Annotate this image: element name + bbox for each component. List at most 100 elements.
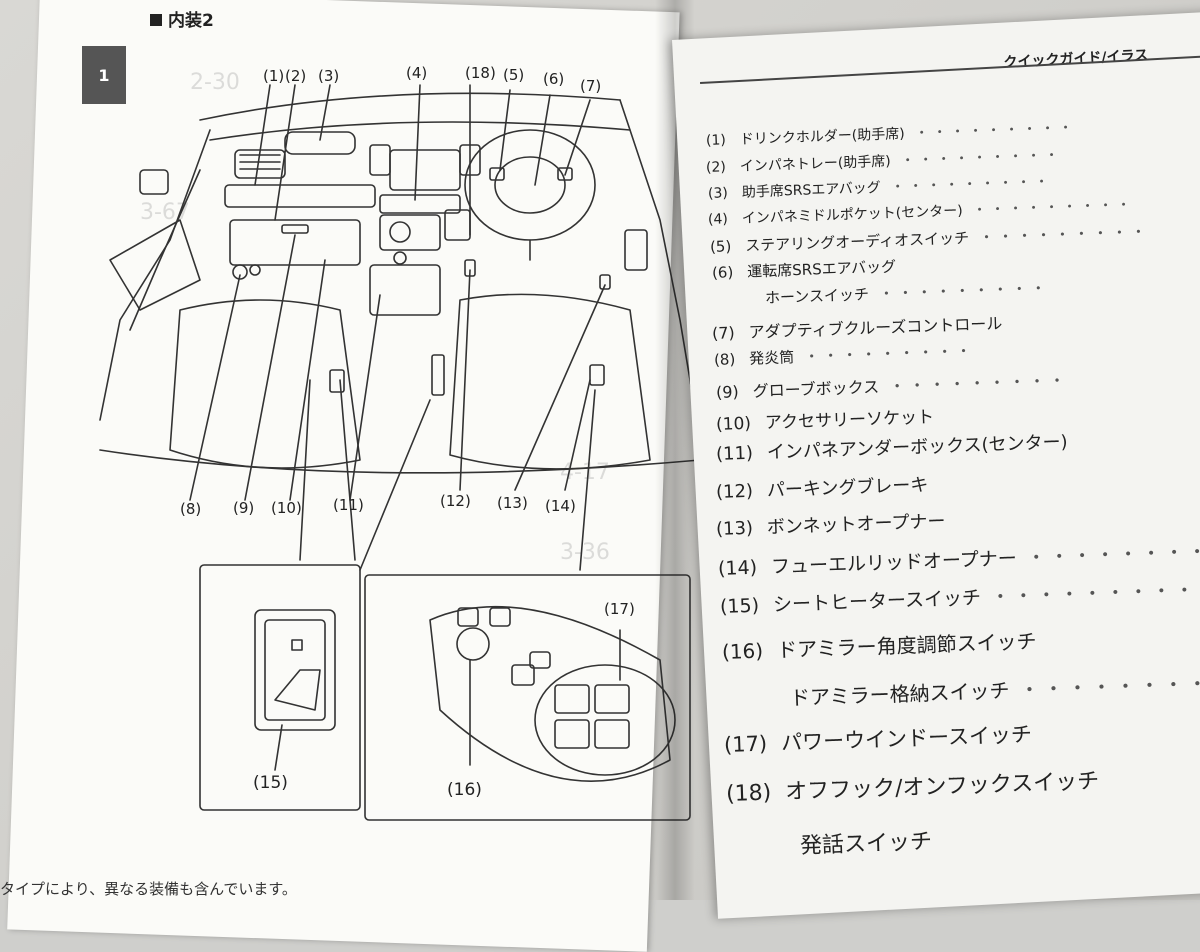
item-label: 運転席SRSエアバッグ (746, 257, 897, 281)
seat-heater-indicator (291, 639, 303, 651)
callout-13: (13) (497, 494, 528, 512)
inset-frame-16-17 (364, 574, 691, 821)
item-label: ホーンスイッチ (764, 285, 870, 307)
item-number: (17) (723, 731, 768, 757)
inset-connector (339, 379, 356, 561)
item-number: (7) (711, 323, 736, 343)
steering-audio-switch (489, 167, 505, 181)
callout-2: (2) (285, 67, 307, 85)
glove-box-handle (281, 224, 309, 234)
leader-line (564, 379, 591, 491)
power-window-switches (534, 664, 676, 776)
item-label: 発炎筒 (748, 348, 795, 368)
window-switch-1 (554, 684, 590, 714)
console-switch (431, 354, 445, 396)
callout-4: (4) (406, 64, 428, 82)
callout-3: (3) (318, 67, 340, 85)
item-label: 助手席SRSエアバッグ (741, 179, 882, 201)
chapter-number: 1 (98, 65, 110, 85)
passenger-tray (224, 184, 376, 208)
driver-seat (449, 293, 651, 470)
item-label: 発話スイッチ (799, 829, 933, 859)
leader-dots: ・・・・・・・・・ (1026, 540, 1200, 570)
leader-line (499, 89, 511, 171)
leader-line (564, 99, 591, 176)
inset-connector (299, 379, 311, 561)
under-box-knob (393, 251, 407, 265)
window-switch-4 (594, 719, 630, 749)
inset-connector (359, 399, 431, 571)
callout-16: (16) (447, 780, 482, 800)
accessory-socket (232, 264, 248, 280)
callout-10: (10) (271, 499, 302, 517)
bonnet-opener (599, 274, 611, 290)
item-number: (18) (725, 780, 772, 807)
passenger-seat (169, 299, 361, 469)
mirror-select-right (489, 607, 511, 627)
callout-8: (8) (180, 500, 202, 518)
cruise-switch (557, 167, 573, 181)
callout-17: (17) (604, 600, 635, 618)
seat-heater-small (329, 369, 345, 393)
window-switch-2 (594, 684, 630, 714)
under-box (369, 264, 441, 316)
leader-line (414, 84, 421, 201)
item-number: (12) (715, 480, 754, 503)
leader-line (274, 84, 296, 221)
vent-slats (239, 154, 281, 170)
item-number: (13) (715, 517, 754, 540)
leader-line (534, 94, 551, 186)
shift-lever (444, 209, 471, 241)
bleed-through-text: 2-30 (190, 70, 240, 95)
callout-18: (18) (465, 64, 496, 82)
climate-knob (389, 221, 411, 243)
item-number: (8) (713, 350, 736, 369)
leader-line (459, 269, 471, 491)
inset-connector (579, 389, 596, 571)
callout-1: (1) (263, 67, 285, 85)
leader-line (514, 284, 606, 491)
item-number: (16) (721, 638, 764, 664)
windshield-line (199, 92, 621, 121)
floor-line (99, 449, 700, 474)
seat-heater-switch (254, 609, 336, 731)
item-number: (5) (709, 237, 732, 256)
item-number: (10) (715, 413, 752, 435)
climate-panel (379, 214, 441, 251)
middle-pocket (379, 194, 461, 214)
window-switch-3 (554, 719, 590, 749)
item-label: グローブボックス (752, 377, 880, 401)
item-number: (11) (715, 442, 754, 465)
item-number: (2) (705, 159, 727, 176)
callout-14: (14) (545, 497, 576, 515)
interior-illustration (99, 84, 700, 821)
steering-wheel (464, 129, 596, 241)
mirror-select-left (457, 607, 479, 627)
footer-note: タイプにより、異なる装備も含んでいます。 (0, 880, 297, 898)
seat-heater-switch-face (264, 619, 326, 721)
callout-9: (9) (233, 499, 255, 517)
item-number: (6) (711, 263, 734, 282)
window-switch-panel (624, 229, 648, 271)
item-number: (9) (715, 382, 740, 402)
center-display (389, 149, 461, 191)
callout-6: (6) (543, 70, 565, 88)
leader-line (289, 259, 326, 501)
left-door-edge (129, 169, 201, 331)
door-handle-area (109, 219, 201, 311)
callout-5: (5) (503, 66, 525, 84)
list-item: 発話スイッチ (799, 823, 933, 860)
fuel-lid-opener (589, 364, 605, 386)
callout-11: (11) (333, 496, 364, 514)
left-pillar (99, 129, 211, 421)
accessory-socket (249, 264, 261, 276)
square-bullet-icon (150, 14, 162, 26)
dashboard-top (209, 121, 631, 141)
inset-frame-15 (199, 564, 361, 811)
item-number: (15) (719, 594, 760, 618)
leader-line (319, 84, 331, 141)
item-number: (4) (707, 211, 729, 228)
callout-12: (12) (440, 492, 471, 510)
item-number: (3) (707, 185, 729, 202)
item-number: (14) (717, 556, 758, 580)
